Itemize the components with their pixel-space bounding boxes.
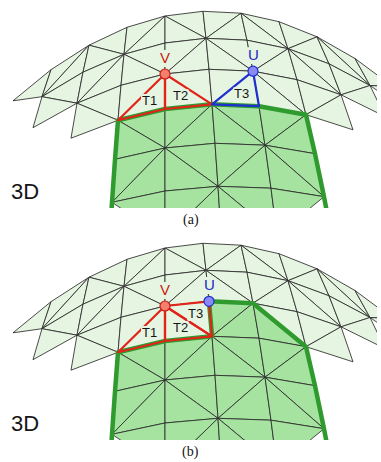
vertex-dot [248,66,258,76]
mesh-triangle [271,420,324,440]
mesh-triangle [165,38,209,74]
red-triangle [165,74,212,109]
view-label: 3D [10,180,40,204]
mesh-triangle [71,103,118,138]
vertex-label: U [247,47,260,64]
mesh-triangle [212,336,265,377]
triangle-label: T3 [187,307,204,321]
red-triangle [165,301,212,336]
red-triangle [118,306,165,352]
mesh-triangle [212,104,265,145]
mesh-triangle [271,188,324,208]
vertex-dot [204,296,214,306]
mesh-triangle [212,336,265,377]
triangle-label: T3 [233,87,250,101]
mesh-triangle [165,336,215,380]
mesh-triangle [212,104,265,145]
mesh-triangle [218,186,277,208]
triangle-label: T1 [141,94,158,108]
mesh-triangle [33,329,77,360]
mesh-triangle [71,335,118,370]
view-label: 3D [10,412,40,436]
mesh-triangle [165,148,218,191]
boundary-path [106,104,342,208]
mesh-panel [13,243,377,440]
mesh-triangle [218,145,271,188]
mesh-triangle [112,423,165,440]
mesh-triangle [212,303,259,338]
vertex-dot [160,301,170,311]
red-triangle [118,74,165,120]
mesh-triangle [206,13,247,40]
vertex-dot [160,69,170,79]
mesh-triangle [206,38,253,71]
triangle-label: T1 [141,326,158,340]
panel-caption: (b) [181,444,199,459]
mesh-triangle [306,327,353,362]
mesh-triangle [165,418,221,440]
mesh-triangle [112,191,165,208]
vertex-label: V [159,282,171,299]
mesh-panel [13,11,377,208]
mesh-triangle [218,377,271,420]
mesh-triangle [206,38,253,71]
panel-caption: (a) [182,212,200,227]
mesh-triangle [165,186,221,208]
vertex-label: V [159,50,171,67]
vertex-label: U [203,277,216,294]
mesh-triangle [306,95,353,130]
triangle-label: T2 [172,89,189,103]
triangle-label: T2 [172,321,189,335]
mesh-triangle [218,418,277,440]
mesh-triangle [165,380,218,423]
boundary-path [106,301,342,440]
mesh-triangle [218,186,277,208]
mesh-triangle [206,245,247,272]
mesh-triangle [165,104,215,148]
mesh-triangle [33,97,77,128]
mesh-triangle [218,418,277,440]
